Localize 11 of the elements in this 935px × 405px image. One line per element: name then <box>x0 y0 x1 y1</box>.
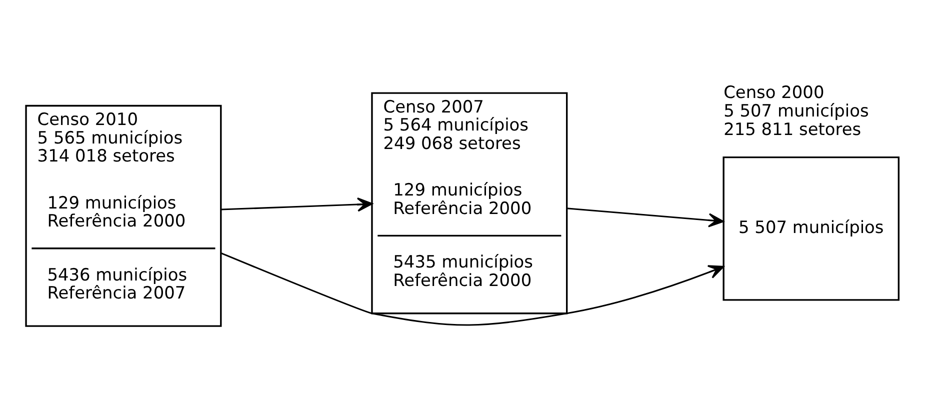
node-text: 5435 municípios Referência 2000 <box>392 252 532 290</box>
node-text: 5436 municípios Referência 2007 <box>46 264 187 303</box>
arrow <box>220 197 372 212</box>
node-text: 129 municípios Referência 2000 <box>392 180 532 218</box>
node-label: 215 811 setores <box>723 118 861 139</box>
node-box: 5 507 municípios <box>722 156 900 301</box>
node-text: 129 municípios Referência 2000 <box>46 192 186 231</box>
node-label: Censo 2000 <box>723 82 824 102</box>
arrow <box>220 252 724 326</box>
arrow <box>566 208 724 228</box>
node-label: 5 507 municípios <box>723 100 868 121</box>
